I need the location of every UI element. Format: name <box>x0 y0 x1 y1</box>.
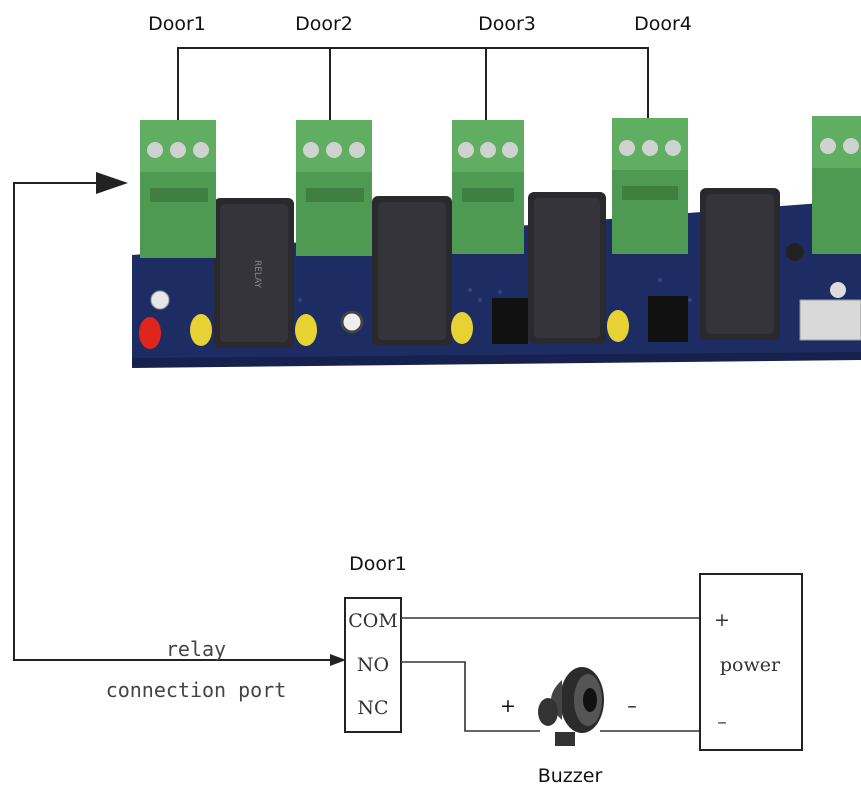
terminal-block-4 <box>612 118 688 254</box>
relay-connection-wire <box>13 172 346 666</box>
terminal-com: COM <box>348 610 398 632</box>
arrow-right-icon <box>96 172 128 194</box>
svg-text:RELAY: RELAY <box>252 260 262 289</box>
capacitor <box>786 243 804 261</box>
door4-label: Door4 <box>634 13 692 35</box>
led-red <box>139 317 161 349</box>
screw-hole <box>830 282 846 298</box>
buzzer-plus: + <box>500 695 516 717</box>
relay-1: RELAY <box>214 198 294 348</box>
power-label: power <box>720 654 781 676</box>
terminal-no: NO <box>357 654 389 676</box>
buzzer-minus: – <box>627 695 637 717</box>
power-plus: + <box>714 609 730 631</box>
door2-label: Door2 <box>295 13 353 35</box>
buzzer-onboard <box>340 310 364 334</box>
ic-chip <box>648 296 688 342</box>
door1-label: Door1 <box>148 13 206 35</box>
buzzer-label: Buzzer <box>538 765 603 787</box>
led-yellow <box>295 314 317 346</box>
header-connector <box>799 299 861 341</box>
relay-3 <box>528 192 606 344</box>
relay-caption-line1: relay <box>166 637 226 661</box>
ic-chip <box>492 298 528 344</box>
power-minus: – <box>717 711 727 733</box>
screw-hole <box>150 290 170 310</box>
port-title: Door1 <box>349 553 407 575</box>
terminal-nc: NC <box>357 697 388 719</box>
relay-4 <box>700 188 780 340</box>
no-to-buzzer-wire <box>401 661 540 732</box>
relay-board: RELAY <box>132 116 861 368</box>
terminal-block-1 <box>140 120 216 258</box>
relay-port-box: COM NO NC <box>344 597 402 733</box>
buzzer-icon <box>538 667 604 746</box>
relay-caption-line2: connection port <box>106 678 287 702</box>
terminal-block-3 <box>452 120 524 254</box>
power-box: + power – <box>699 573 803 751</box>
led-yellow <box>190 314 212 346</box>
led-yellow <box>607 310 629 342</box>
led-yellow <box>451 312 473 344</box>
door-bracket <box>177 47 649 120</box>
arrow-right-icon <box>330 654 346 666</box>
relay-2 <box>372 196 452 346</box>
terminal-block-5 <box>812 116 861 254</box>
terminal-block-2 <box>296 120 372 256</box>
door3-label: Door3 <box>478 13 536 35</box>
